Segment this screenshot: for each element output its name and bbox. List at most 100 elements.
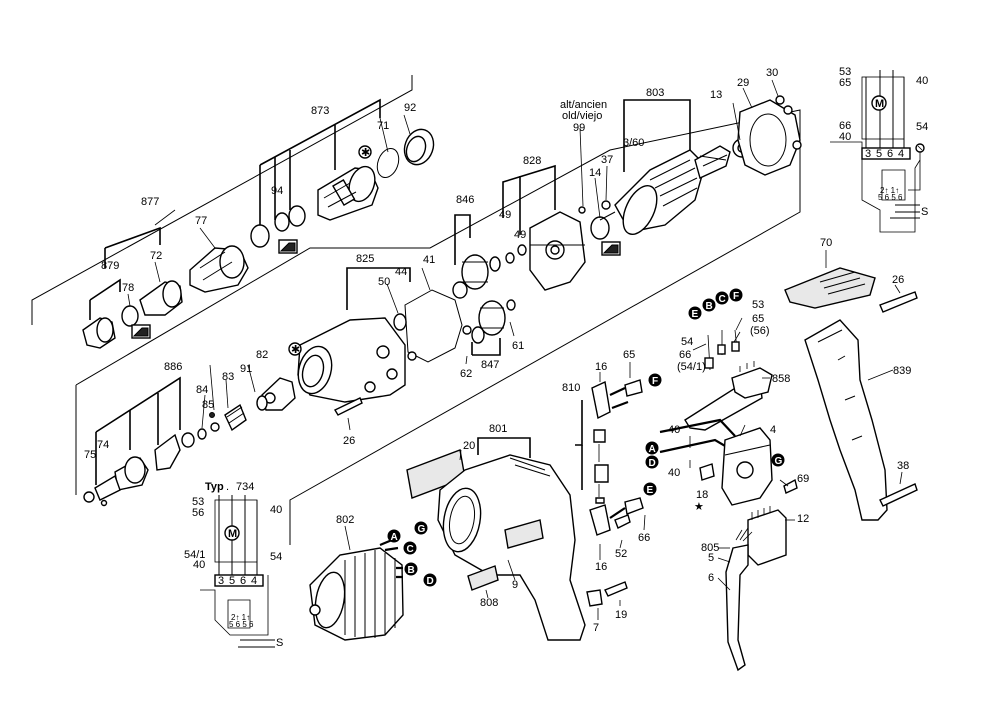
switch-mark-bottom: 5 6 5 6 [229, 620, 254, 629]
terminal-digit: 5 [229, 575, 235, 587]
part-label: 37 [601, 154, 613, 166]
badge-a: A [387, 529, 401, 543]
alt-note-line1: alt/ancien [560, 99, 607, 111]
part-label: 847 [481, 359, 499, 371]
part-label: 84 [196, 384, 208, 396]
part-label: 886 [164, 361, 182, 373]
badge-d: D [645, 455, 659, 469]
part-label: 66 [638, 532, 650, 544]
part-label: 77 [195, 215, 207, 227]
part-label: 40 [270, 504, 282, 516]
grease-icon [131, 324, 151, 339]
part-label: 72 [150, 250, 162, 262]
terminal-digit: 3 [218, 575, 224, 587]
part-label: 20 [463, 440, 475, 452]
part-label: 91 [240, 363, 252, 375]
part-label: 801 [489, 423, 507, 435]
armature-assembly [599, 95, 802, 235]
svg-text:G: G [775, 456, 783, 467]
brackets-brush [575, 362, 646, 620]
grease-icon [601, 241, 621, 256]
part-label: 810 [562, 382, 580, 394]
gear-housing-assembly: ✱ [288, 200, 621, 416]
brackets-motor-housing [344, 437, 531, 599]
switch-symbol-icon: S [921, 206, 928, 218]
part-label: 41 [423, 254, 435, 266]
part-label: 3/60 [623, 137, 644, 149]
part-label: 879 [101, 260, 119, 272]
part-label: 16 [595, 561, 607, 573]
badge-e: E [688, 306, 702, 320]
part-label: (54/1) [677, 361, 706, 373]
part-label: 82 [256, 349, 268, 361]
svg-text:F: F [733, 291, 739, 302]
badge-f: F [648, 373, 662, 387]
part-label: 54 [916, 121, 928, 133]
switch-mark-top: 2↑ 1↑ [880, 186, 899, 195]
type-dot: . [226, 481, 229, 493]
part-label: 61 [512, 340, 524, 352]
part-label: 825 [356, 253, 374, 265]
brackets-middle [346, 127, 608, 431]
part-label: 49 [514, 229, 526, 241]
part-label: 52 [615, 548, 627, 560]
part-label: 40 [193, 559, 205, 571]
part-label: 71 [377, 120, 389, 132]
badge-d: D [423, 573, 437, 587]
part-label: 13 [710, 89, 722, 101]
part-label: 56 [192, 507, 204, 519]
part-label: 858 [772, 373, 790, 385]
handle-assembly [784, 267, 918, 521]
part-label: 26 [343, 435, 355, 447]
switch-mark-top: 2↑ 1↑ [231, 613, 250, 622]
switch-assembly: ★ [659, 361, 798, 672]
part-label: 65 [623, 349, 635, 361]
terminal-digit: 6 [240, 575, 246, 587]
badge-e: E [643, 482, 657, 496]
type-number: 734 [236, 481, 254, 493]
part-label: 53 [192, 496, 204, 508]
chuck-assembly: ✱ [82, 128, 435, 349]
svg-text:E: E [647, 485, 654, 496]
part-label: 12 [797, 513, 809, 525]
part-label: 9 [512, 579, 518, 591]
part-label: 808 [480, 597, 498, 609]
wiring-schematic-top: M 3 5 6 4 2↑ 1↑ 5 6 5 6 S [830, 70, 928, 233]
terminal-set [692, 317, 743, 371]
svg-text:B: B [706, 301, 713, 312]
part-label: 29 [737, 77, 749, 89]
part-label: 40 [916, 75, 928, 87]
part-label: 40 [668, 424, 680, 436]
badge-c: C [715, 291, 729, 305]
star-icon: ✱ [288, 342, 302, 356]
part-label: 74 [97, 439, 109, 451]
part-label: 805 [701, 542, 719, 554]
svg-text:A: A [391, 532, 398, 543]
part-label: 828 [523, 155, 541, 167]
svg-text:A: A [649, 444, 656, 455]
part-label: 66 [839, 120, 851, 132]
part-label: 53 [839, 66, 851, 78]
terminal-digit: 3 [865, 148, 871, 160]
part-label: 99 [573, 122, 585, 134]
part-number-labels: 873 92 71 94 877 77 72 879 78 825 44 41 … [84, 66, 928, 634]
wiring-schematic-bottom: M 3 5 6 4 2↑ 1↑ 5 6 5 6 S [200, 495, 283, 649]
part-label: 40 [839, 131, 851, 143]
motor-icon: M [228, 528, 237, 540]
svg-text:F: F [652, 376, 658, 387]
part-label: 44 [395, 266, 407, 278]
star-icon: ✱ [358, 145, 372, 159]
brackets-switch [689, 377, 795, 591]
ground-icon [915, 143, 925, 153]
part-label: 65 [839, 77, 851, 89]
badge-b: B [702, 298, 716, 312]
part-label: 19 [615, 609, 627, 621]
terminal-digit: 6 [887, 148, 893, 160]
badge-a: A [645, 441, 659, 455]
brush-assembly [586, 379, 644, 607]
grease-icon [278, 239, 298, 254]
motor-icon: M [875, 98, 884, 110]
svg-text:E: E [692, 309, 699, 320]
part-label: 18 [696, 489, 708, 501]
